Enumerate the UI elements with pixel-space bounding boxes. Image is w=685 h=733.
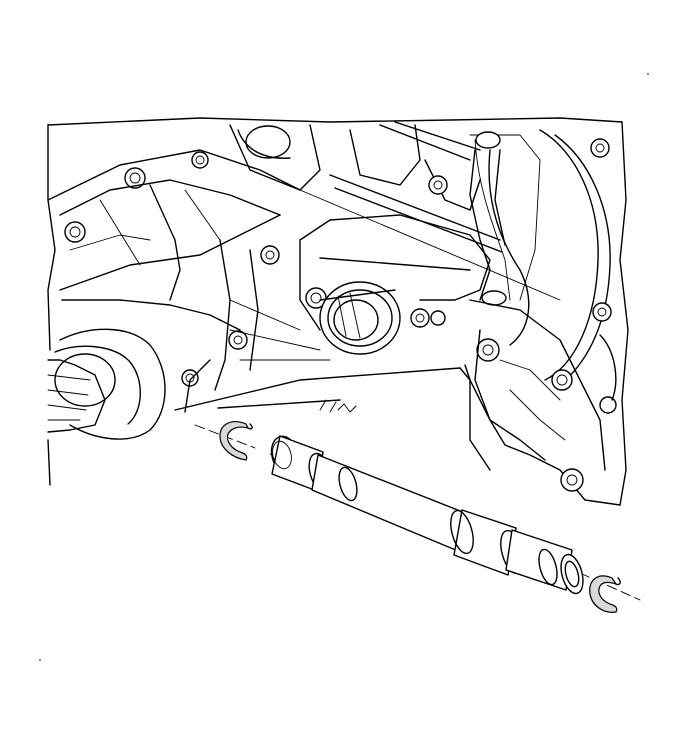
drive-shaft-seal-bore xyxy=(319,281,401,355)
retaining-ring-outboard xyxy=(589,575,621,613)
retaining-ring-inboard xyxy=(219,421,253,461)
left-output-flange xyxy=(47,328,166,486)
bolt-group-upper xyxy=(64,138,617,492)
intermediate-shaft xyxy=(270,435,584,595)
transaxle-case xyxy=(47,124,491,486)
